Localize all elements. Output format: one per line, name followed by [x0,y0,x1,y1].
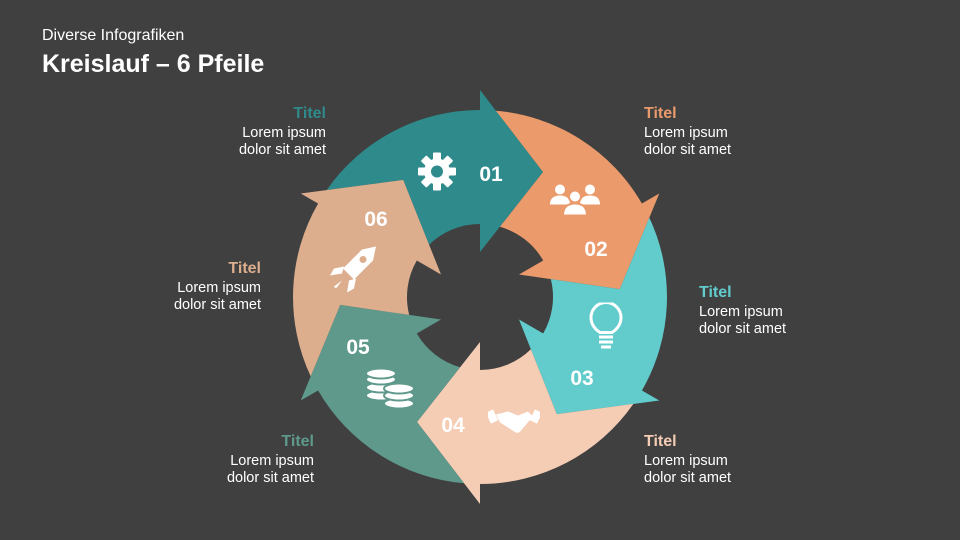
text-block-05: Titel Lorem ipsum dolor sit amet [227,433,314,487]
block-text: dolor sit amet [644,470,732,486]
block-text: dolor sit amet [238,142,326,158]
coins-icon [364,367,416,417]
rocket-icon [330,243,380,298]
block-title: Titel [644,105,677,122]
block-text: dolor sit amet [699,321,787,337]
step-number-03: 03 [570,367,594,390]
slide-title: Kreislauf – 6 Pfeile [42,50,265,78]
arrow-segment-06 [293,179,441,377]
block-text: Lorem ipsum [644,453,728,469]
block-text: Lorem ipsum [644,125,728,141]
text-block-04: Titel Lorem ipsum dolor sit amet [644,433,731,487]
block-text: Lorem ipsum [230,453,314,469]
block-text: Lorem ipsum [242,125,326,141]
block-text: Lorem ipsum [177,280,261,296]
people-icon [549,183,601,222]
block-text: dolor sit amet [173,297,261,313]
block-title: Titel [644,433,677,450]
step-number-02: 02 [584,238,608,261]
block-text: dolor sit amet [644,142,732,158]
arrow-segment-03 [519,217,667,415]
block-text: Lorem ipsum [699,304,783,320]
step-number-01: 01 [479,163,503,186]
text-block-02: Titel Lorem ipsum dolor sit amet [644,105,731,159]
step-number-06: 06 [364,208,388,231]
text-block-01: Titel Lorem ipsum dolor sit amet [239,105,326,159]
block-title: Titel [281,433,314,450]
text-block-06: Titel Lorem ipsum dolor sit amet [174,260,261,314]
slide-subtitle: Diverse Infografiken [42,27,185,44]
block-title: Titel [699,284,732,301]
lightbulb-icon [589,301,623,358]
block-text: dolor sit amet [226,470,314,486]
block-title: Titel [228,260,261,277]
gear-icon [417,152,457,197]
handshake-icon [485,405,543,444]
block-title: Titel [293,105,326,122]
text-block-03: Titel Lorem ipsum dolor sit amet [699,284,786,338]
step-number-05: 05 [346,336,370,359]
step-number-04: 04 [441,414,465,437]
